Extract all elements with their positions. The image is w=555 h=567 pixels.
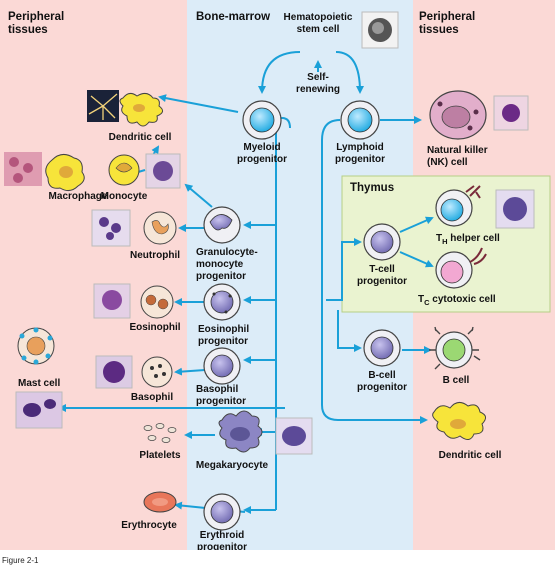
self-renewing-label-2: renewing — [296, 84, 340, 95]
basophil-label: Basophil — [131, 392, 173, 403]
bcell-prog-label-1: B-cell — [368, 370, 395, 381]
megakaryocyte-cell — [218, 410, 313, 455]
hsc-micrograph — [361, 11, 399, 49]
bone-marrow-header: Bone-marrow — [196, 11, 270, 23]
peripheral-left-region — [0, 0, 187, 550]
nk-label-2: (NK) cell — [427, 157, 468, 168]
dendritic-cell-right — [432, 402, 486, 440]
eosinophil-cell — [93, 283, 174, 319]
baso-prog-label-1: Basophil — [196, 384, 238, 395]
basophil-cell — [95, 355, 173, 389]
platelets-cells — [143, 423, 177, 443]
eos-prog-label-2: progenitor — [198, 336, 248, 347]
mast-cell-label: Mast cell — [18, 378, 60, 389]
gm-progenitor-cell — [203, 206, 241, 244]
platelets-label: Platelets — [139, 450, 181, 461]
tc-cytotoxic-cell — [435, 247, 487, 289]
nk-cell — [429, 90, 529, 140]
tcell-prog-label-1: T-cell — [369, 264, 395, 275]
ery-prog-label-1: Erythroid — [200, 530, 244, 541]
erythrocyte-cell — [143, 491, 177, 513]
hsc-label-2: stem cell — [297, 24, 340, 35]
lymphoid-progenitor-cell — [340, 100, 380, 140]
ery-prog-label-2: progenitor — [197, 542, 247, 553]
eosinophil-progenitor-cell — [203, 283, 241, 321]
myeloid-progenitor-cell — [242, 100, 282, 140]
th-helper-label: TH helper cell — [436, 233, 500, 246]
monocyte-cell — [108, 153, 181, 189]
baso-prog-label-2: progenitor — [196, 396, 246, 407]
figure-caption: Figure 2-1 — [2, 556, 39, 565]
peripheral-left-header-2: tissues — [8, 24, 48, 36]
thymus-header: Thymus — [350, 182, 394, 194]
lymphoid-label-1: Lymphoid — [336, 142, 383, 153]
myeloid-label-2: progenitor — [237, 154, 287, 165]
neutrophil-label: Neutrophil — [130, 250, 180, 261]
erythroid-progenitor-cell — [203, 493, 241, 531]
eos-prog-label-1: Eosinophil — [198, 324, 249, 335]
erythrocyte-label: Erythrocyte — [121, 520, 177, 531]
gm-label-3: progenitor — [196, 271, 246, 282]
th-helper-cell — [435, 185, 535, 229]
eosinophil-label: Eosinophil — [129, 322, 180, 333]
tcell-prog-label-2: progenitor — [357, 276, 407, 287]
megakaryocyte-label: Megakaryocyte — [196, 460, 269, 471]
dendritic-cell-left — [87, 90, 163, 127]
nk-label-1: Natural killer — [427, 145, 488, 156]
bcell-prog-label-2: progenitor — [357, 382, 407, 393]
basophil-progenitor-cell — [203, 347, 241, 385]
t-cell-progenitor-cell — [363, 223, 401, 261]
lymphoid-label-2: progenitor — [335, 154, 385, 165]
b-cell — [429, 326, 481, 370]
peripheral-right-header-2: tissues — [419, 24, 459, 36]
monocyte-label: Monocyte — [101, 191, 148, 202]
gm-label-1: Granulocyte- — [196, 247, 258, 258]
macrophage-cell — [4, 152, 85, 192]
peripheral-right-header-1: Peripheral — [419, 11, 475, 23]
dendritic-right-label: Dendritic cell — [439, 450, 502, 461]
b-cell-progenitor-cell — [363, 329, 401, 367]
myeloid-label-1: Myeloid — [243, 142, 280, 153]
neutrophil-cell — [91, 209, 177, 247]
bcell-label: B cell — [443, 375, 470, 386]
gm-label-2: monocyte — [196, 259, 244, 270]
macrophage-label: Macrophage — [49, 191, 108, 202]
peripheral-left-header-1: Peripheral — [8, 11, 64, 23]
self-renewing-label-1: Self- — [307, 72, 329, 83]
tc-cytotoxic-label: TC cytotoxic cell — [418, 294, 496, 307]
dendritic-left-label: Dendritic cell — [109, 132, 172, 143]
hsc-label-1: Hematopoietic — [284, 12, 353, 23]
mast-cell — [15, 327, 63, 429]
